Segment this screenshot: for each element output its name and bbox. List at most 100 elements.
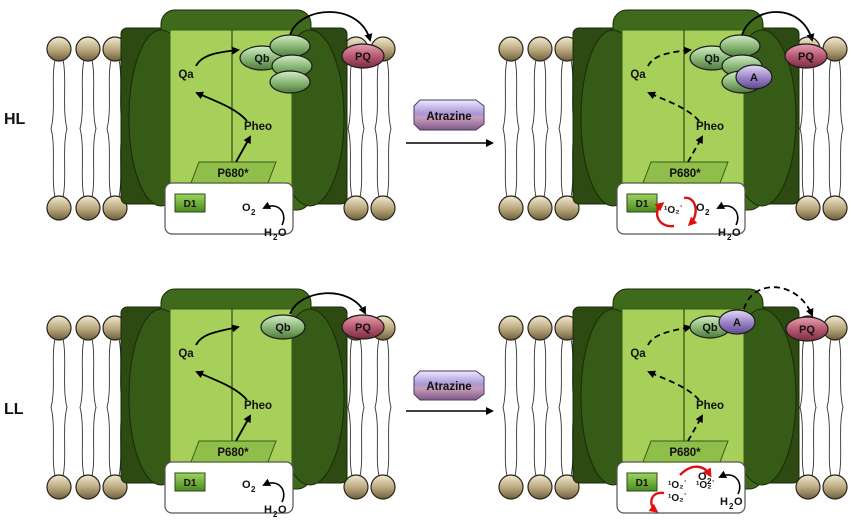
plastoquinone-label: PQ — [798, 51, 814, 63]
p680-box — [190, 440, 277, 463]
lipid-tail — [50, 59, 56, 198]
water-o-label: O — [278, 227, 287, 239]
arrow-p680-to-pheo — [687, 414, 703, 442]
lipid-tail — [558, 338, 564, 477]
lipid-head — [527, 195, 553, 221]
oxygen-subscript: 2 — [705, 208, 710, 217]
qb-stack-disc — [269, 70, 311, 94]
lipid-tail — [531, 338, 537, 477]
p680-box — [642, 161, 729, 184]
lipid-head — [46, 474, 72, 500]
arrow-pheo-to-qa — [647, 370, 700, 401]
singlet-oxygen-label: ¹O₂˙ — [664, 205, 683, 216]
p680-label: P680* — [217, 447, 249, 459]
plastoquinone — [785, 316, 829, 342]
qa-label: Qa — [630, 348, 646, 360]
qb-site-label: Qb — [702, 322, 718, 334]
lipid-tail — [838, 338, 844, 477]
pheo-label: Pheo — [696, 121, 724, 133]
lipid-tail — [514, 59, 520, 198]
qb-site-label: Qb — [704, 53, 720, 65]
qb-site-label: Qb — [275, 322, 291, 334]
row-label-hl: HL — [4, 111, 26, 128]
p680-label: P680* — [217, 168, 249, 180]
lipid-head — [370, 474, 396, 500]
singlet-oxygen-label: ¹O₂˙ — [668, 493, 687, 504]
water-subscript: 2 — [727, 233, 732, 242]
oxygen-label: O — [242, 479, 251, 491]
atrazine-bound-label: A — [750, 72, 758, 84]
arrow-pheo-to-qa — [195, 370, 248, 401]
singlet-oxygen-label: ¹O₂˙ — [668, 480, 687, 491]
lipid-head — [822, 195, 848, 221]
lipid-tail — [347, 338, 353, 477]
lipid-head — [498, 474, 524, 500]
lipid-tail — [62, 338, 68, 477]
atrazine-treatment-ll: Atrazine — [406, 370, 494, 415]
lipid-tail — [106, 338, 112, 477]
lipid-head — [370, 195, 396, 221]
lipid-tail — [374, 338, 380, 477]
qa-label: Qa — [178, 348, 194, 360]
oxygen-label: O — [696, 202, 705, 214]
lipid-head — [75, 36, 101, 62]
lipid-head — [795, 474, 821, 500]
atrazine-label-ll: Atrazine — [426, 381, 471, 393]
water-subscript: 2 — [273, 233, 278, 242]
arrow-p680-to-pheo — [687, 135, 703, 163]
lipid-tail — [811, 59, 817, 198]
arrow-ros-red — [648, 491, 665, 513]
arrow-p680-to-pheo — [235, 135, 251, 163]
lipid-tail — [799, 59, 805, 198]
atrazine-bound-label: A — [733, 317, 741, 329]
singlet-oxygen-label: ¹O₂˙ — [696, 480, 715, 491]
row-label-ll: LL — [4, 401, 24, 418]
plastoquinone-label: PQ — [799, 324, 815, 336]
p680-box — [642, 440, 729, 463]
d1-tag-label: D1 — [636, 478, 649, 489]
lipid-head — [75, 195, 101, 221]
lipid-head — [46, 315, 72, 341]
lipid-tail — [558, 59, 564, 198]
lipid-head — [822, 474, 848, 500]
plastoquinone — [341, 43, 385, 69]
oxygen-subscript: 2 — [251, 485, 256, 494]
atrazine-octagon-ll — [413, 370, 485, 401]
atrazine-treatment-hl: Atrazine — [406, 99, 494, 147]
lipid-head — [498, 315, 524, 341]
qa-label: Qa — [178, 69, 194, 81]
plastoquinone — [341, 314, 385, 340]
p680-box — [190, 161, 277, 184]
arrow-pheo-to-qa — [647, 91, 700, 122]
d1-tag — [174, 472, 206, 492]
qa-label: Qa — [630, 69, 646, 81]
arrow-pheo-to-qa — [195, 91, 248, 122]
lipid-tail — [79, 338, 85, 477]
water-subscript: 2 — [729, 502, 734, 511]
pheo-label: Pheo — [244, 400, 272, 412]
lipid-head — [795, 195, 821, 221]
lipid-tail — [50, 338, 56, 477]
d1-tag-label: D1 — [184, 199, 197, 210]
lipid-tail — [502, 59, 508, 198]
oxygen-subscript: 2 — [251, 208, 256, 217]
lipid-tail — [386, 59, 392, 198]
water-o-label: O — [734, 496, 743, 508]
qb-stack-disc — [269, 34, 311, 58]
arrow-ros-red — [679, 465, 712, 478]
water-h-label: H — [264, 504, 272, 516]
plastoquinone-label: PQ — [355, 322, 371, 334]
lipid-head — [75, 315, 101, 341]
atrazine-octagon-hl — [413, 99, 485, 131]
lipid-head — [554, 474, 580, 500]
lipid-head — [527, 315, 553, 341]
lipid-tail — [106, 59, 112, 198]
d1-tag — [626, 472, 658, 492]
arrow-water-to-o2 — [718, 470, 741, 495]
water-h-label: H — [718, 227, 726, 239]
lipid-tail — [359, 59, 365, 198]
arrow-qb-to-pq — [289, 11, 373, 42]
